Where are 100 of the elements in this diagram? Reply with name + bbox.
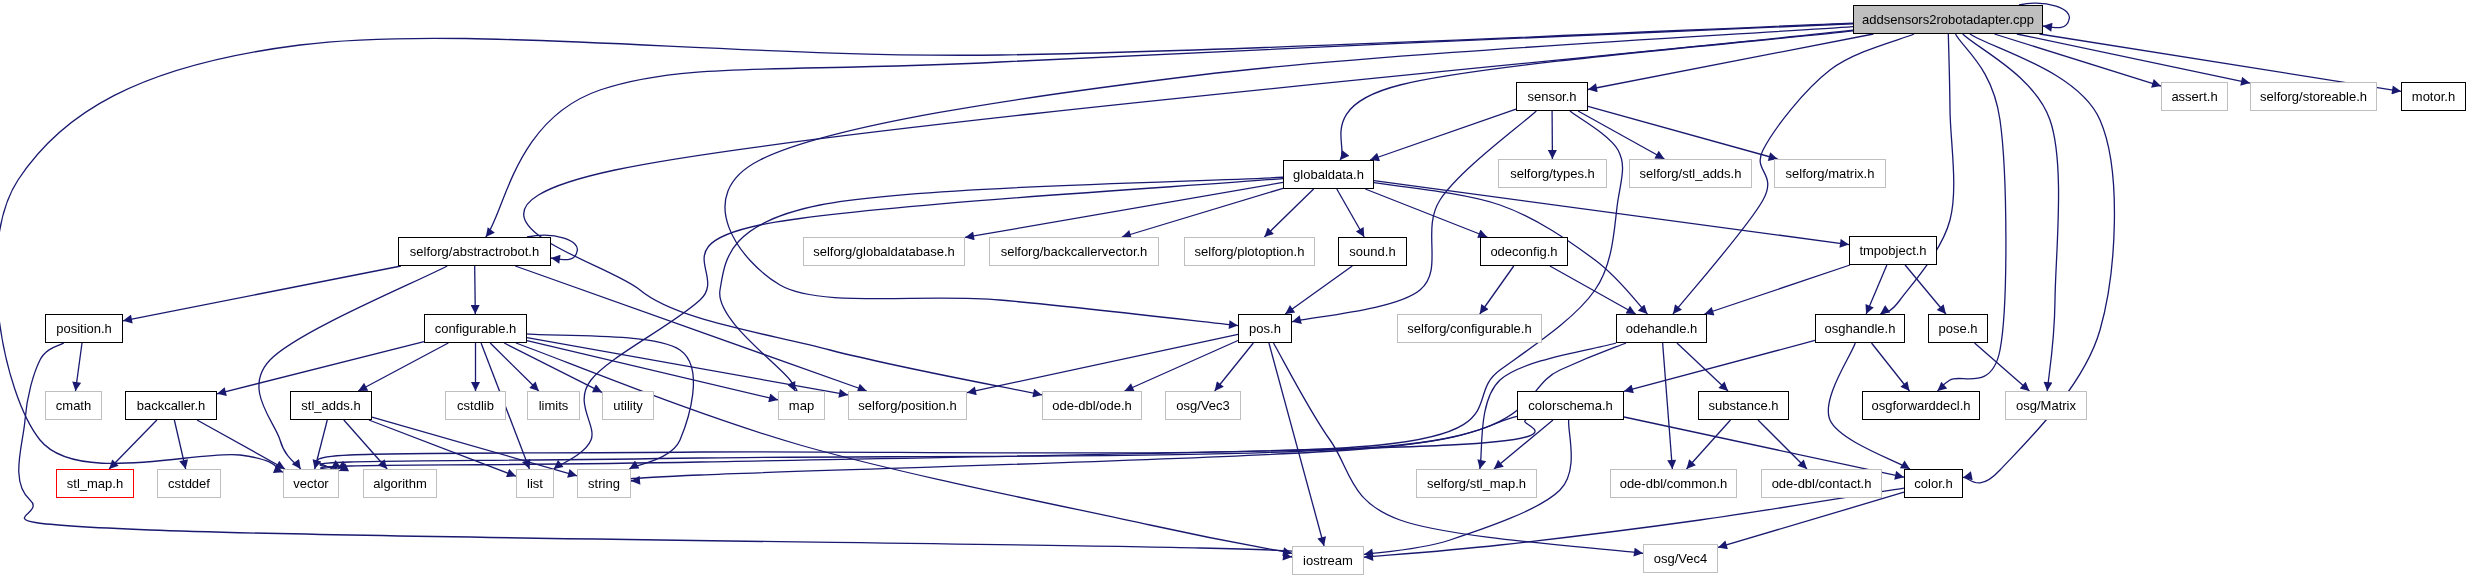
- dependency-arrow: [1936, 33, 2007, 392]
- dependency-arrow: [489, 342, 540, 392]
- self-loop-arrow: [526, 234, 579, 264]
- dependency-arrow: [312, 419, 328, 470]
- header-file-node: cmath: [45, 391, 102, 420]
- header-file-node: selforg/backcallervector.h: [989, 237, 1159, 266]
- dependency-arrow: [471, 342, 480, 392]
- header-file-node: selforg/position.h: [848, 391, 967, 420]
- dependency-arrow: [964, 181, 1284, 241]
- header-file-node: ode-dbl/contact.h: [1761, 469, 1882, 498]
- dependency-arrow: [1214, 342, 1254, 392]
- header-file-node: limits: [527, 391, 580, 420]
- header-file-node: selforg/types.h: [1498, 159, 1607, 188]
- header-file-node: selforg/configurable.h: [1397, 314, 1542, 343]
- header-file-node: map: [778, 391, 825, 420]
- dependency-arrow: [316, 110, 1624, 470]
- dependency-arrow: [1870, 342, 1911, 392]
- dependency-arrow: [553, 177, 1284, 470]
- header-file-node: motor.h: [2401, 82, 2466, 111]
- header-file-node: sensor.h: [1516, 82, 1588, 111]
- header-file-node: selforg/storeable.h: [2250, 82, 2377, 111]
- dependency-arrow: [2038, 33, 2402, 95]
- dependency-arrow: [485, 23, 1854, 238]
- dependency-arrow: [343, 419, 388, 470]
- dependency-arrow: [1587, 105, 1779, 161]
- header-file-node: odehandle.h: [1616, 314, 1707, 343]
- header-file-node: osg/Vec4: [1643, 544, 1718, 573]
- dependency-arrow: [515, 342, 1293, 556]
- dependency-arrow: [719, 176, 1284, 392]
- dependency-arrow: [523, 29, 1854, 398]
- dependency-arrow: [1827, 342, 1911, 470]
- dependency-arrow: [1962, 33, 2060, 392]
- dependency-arrow: [1865, 264, 1888, 315]
- dependency-arrow: [1685, 419, 1732, 470]
- missing-file-node: stl_map.h: [56, 469, 134, 498]
- dependency-arrow: [1363, 419, 1572, 558]
- dependency-arrow: [1577, 110, 1666, 160]
- dependency-arrow: [1717, 491, 1905, 550]
- self-loop-arrow: [2018, 2, 2071, 32]
- dependency-arrow: [1336, 188, 1365, 238]
- header-file-node: string: [577, 469, 631, 498]
- header-file-node: substance.h: [1698, 391, 1789, 420]
- header-file-node: selforg/matrix.h: [1774, 159, 1886, 188]
- dependency-arrow: [1291, 110, 1537, 325]
- header-file-node: iostream: [1292, 546, 1364, 575]
- dependency-arrow: [1587, 33, 1875, 93]
- dependency-arrow: [1904, 264, 1947, 315]
- header-file-node: ode-dbl/ode.h: [1042, 391, 1142, 420]
- header-file-node: utility: [602, 391, 654, 420]
- dependency-arrow: [1623, 339, 1816, 394]
- dependency-arrow: [108, 419, 158, 470]
- dependency-arrow: [526, 333, 695, 470]
- header-file-node: cstddef: [157, 469, 221, 498]
- dependency-arrow: [1363, 487, 1905, 561]
- dependency-arrow: [1268, 342, 1327, 547]
- header-file-node: pose.h: [1928, 314, 1988, 343]
- header-file-node: backcaller.h: [125, 391, 217, 420]
- header-file-node: ode-dbl/common.h: [1610, 469, 1737, 498]
- header-file-node: vector: [283, 469, 339, 498]
- dependency-arrow: [1703, 264, 1851, 316]
- dependency-arrow: [196, 419, 286, 470]
- header-file-node: osghandle.h: [1815, 314, 1905, 343]
- dependency-arrow: [1121, 187, 1284, 239]
- dependency-arrow: [122, 265, 402, 324]
- header-file-node: tmpobject.h: [1849, 236, 1937, 265]
- header-file-node: globaldata.h: [1283, 160, 1374, 189]
- dependency-arrow: [1672, 33, 1915, 315]
- dependency-arrow: [470, 265, 480, 315]
- header-file-node: position.h: [45, 314, 123, 343]
- header-file-node: colorschema.h: [1517, 391, 1624, 420]
- header-file-node: assert.h: [2161, 82, 2228, 111]
- dependency-arrow: [526, 337, 849, 398]
- dependency-arrow: [1123, 339, 1239, 392]
- dependency-arrow: [368, 419, 517, 478]
- dependency-arrow: [1373, 180, 1850, 248]
- dependency-arrow: [1263, 188, 1315, 238]
- dependency-arrow: [1547, 110, 1557, 160]
- dependency-arrow: [1493, 419, 1554, 470]
- header-file-node: odeconfig.h: [1480, 237, 1568, 266]
- dependency-arrow: [1661, 342, 1677, 470]
- dependency-arrow: [320, 419, 1536, 472]
- header-file-node: osg/Vec3: [1165, 391, 1241, 420]
- header-file-node: list: [516, 469, 554, 498]
- dependency-arrow: [258, 265, 448, 470]
- dependency-arrow: [1757, 419, 1808, 470]
- header-file-node: algorithm: [363, 469, 437, 498]
- dependency-arrow: [319, 342, 1627, 470]
- dependency-arrow: [0, 22, 1854, 473]
- header-file-node: color.h: [1904, 469, 1963, 498]
- header-file-node: stl_adds.h: [290, 391, 372, 420]
- dependency-arrow: [526, 340, 779, 403]
- dependency-arrow: [1476, 342, 1617, 470]
- dependency-arrow: [1339, 30, 1854, 161]
- header-file-node: selforg/globaldatabase.h: [803, 237, 965, 266]
- header-file-node: pos.h: [1238, 314, 1292, 343]
- dependency-arrow: [1549, 265, 1637, 315]
- header-file-node: configurable.h: [424, 314, 527, 343]
- dependency-arrow: [72, 342, 83, 392]
- header-file-node: sound.h: [1338, 237, 1407, 266]
- dependency-arrow: [1962, 33, 2116, 484]
